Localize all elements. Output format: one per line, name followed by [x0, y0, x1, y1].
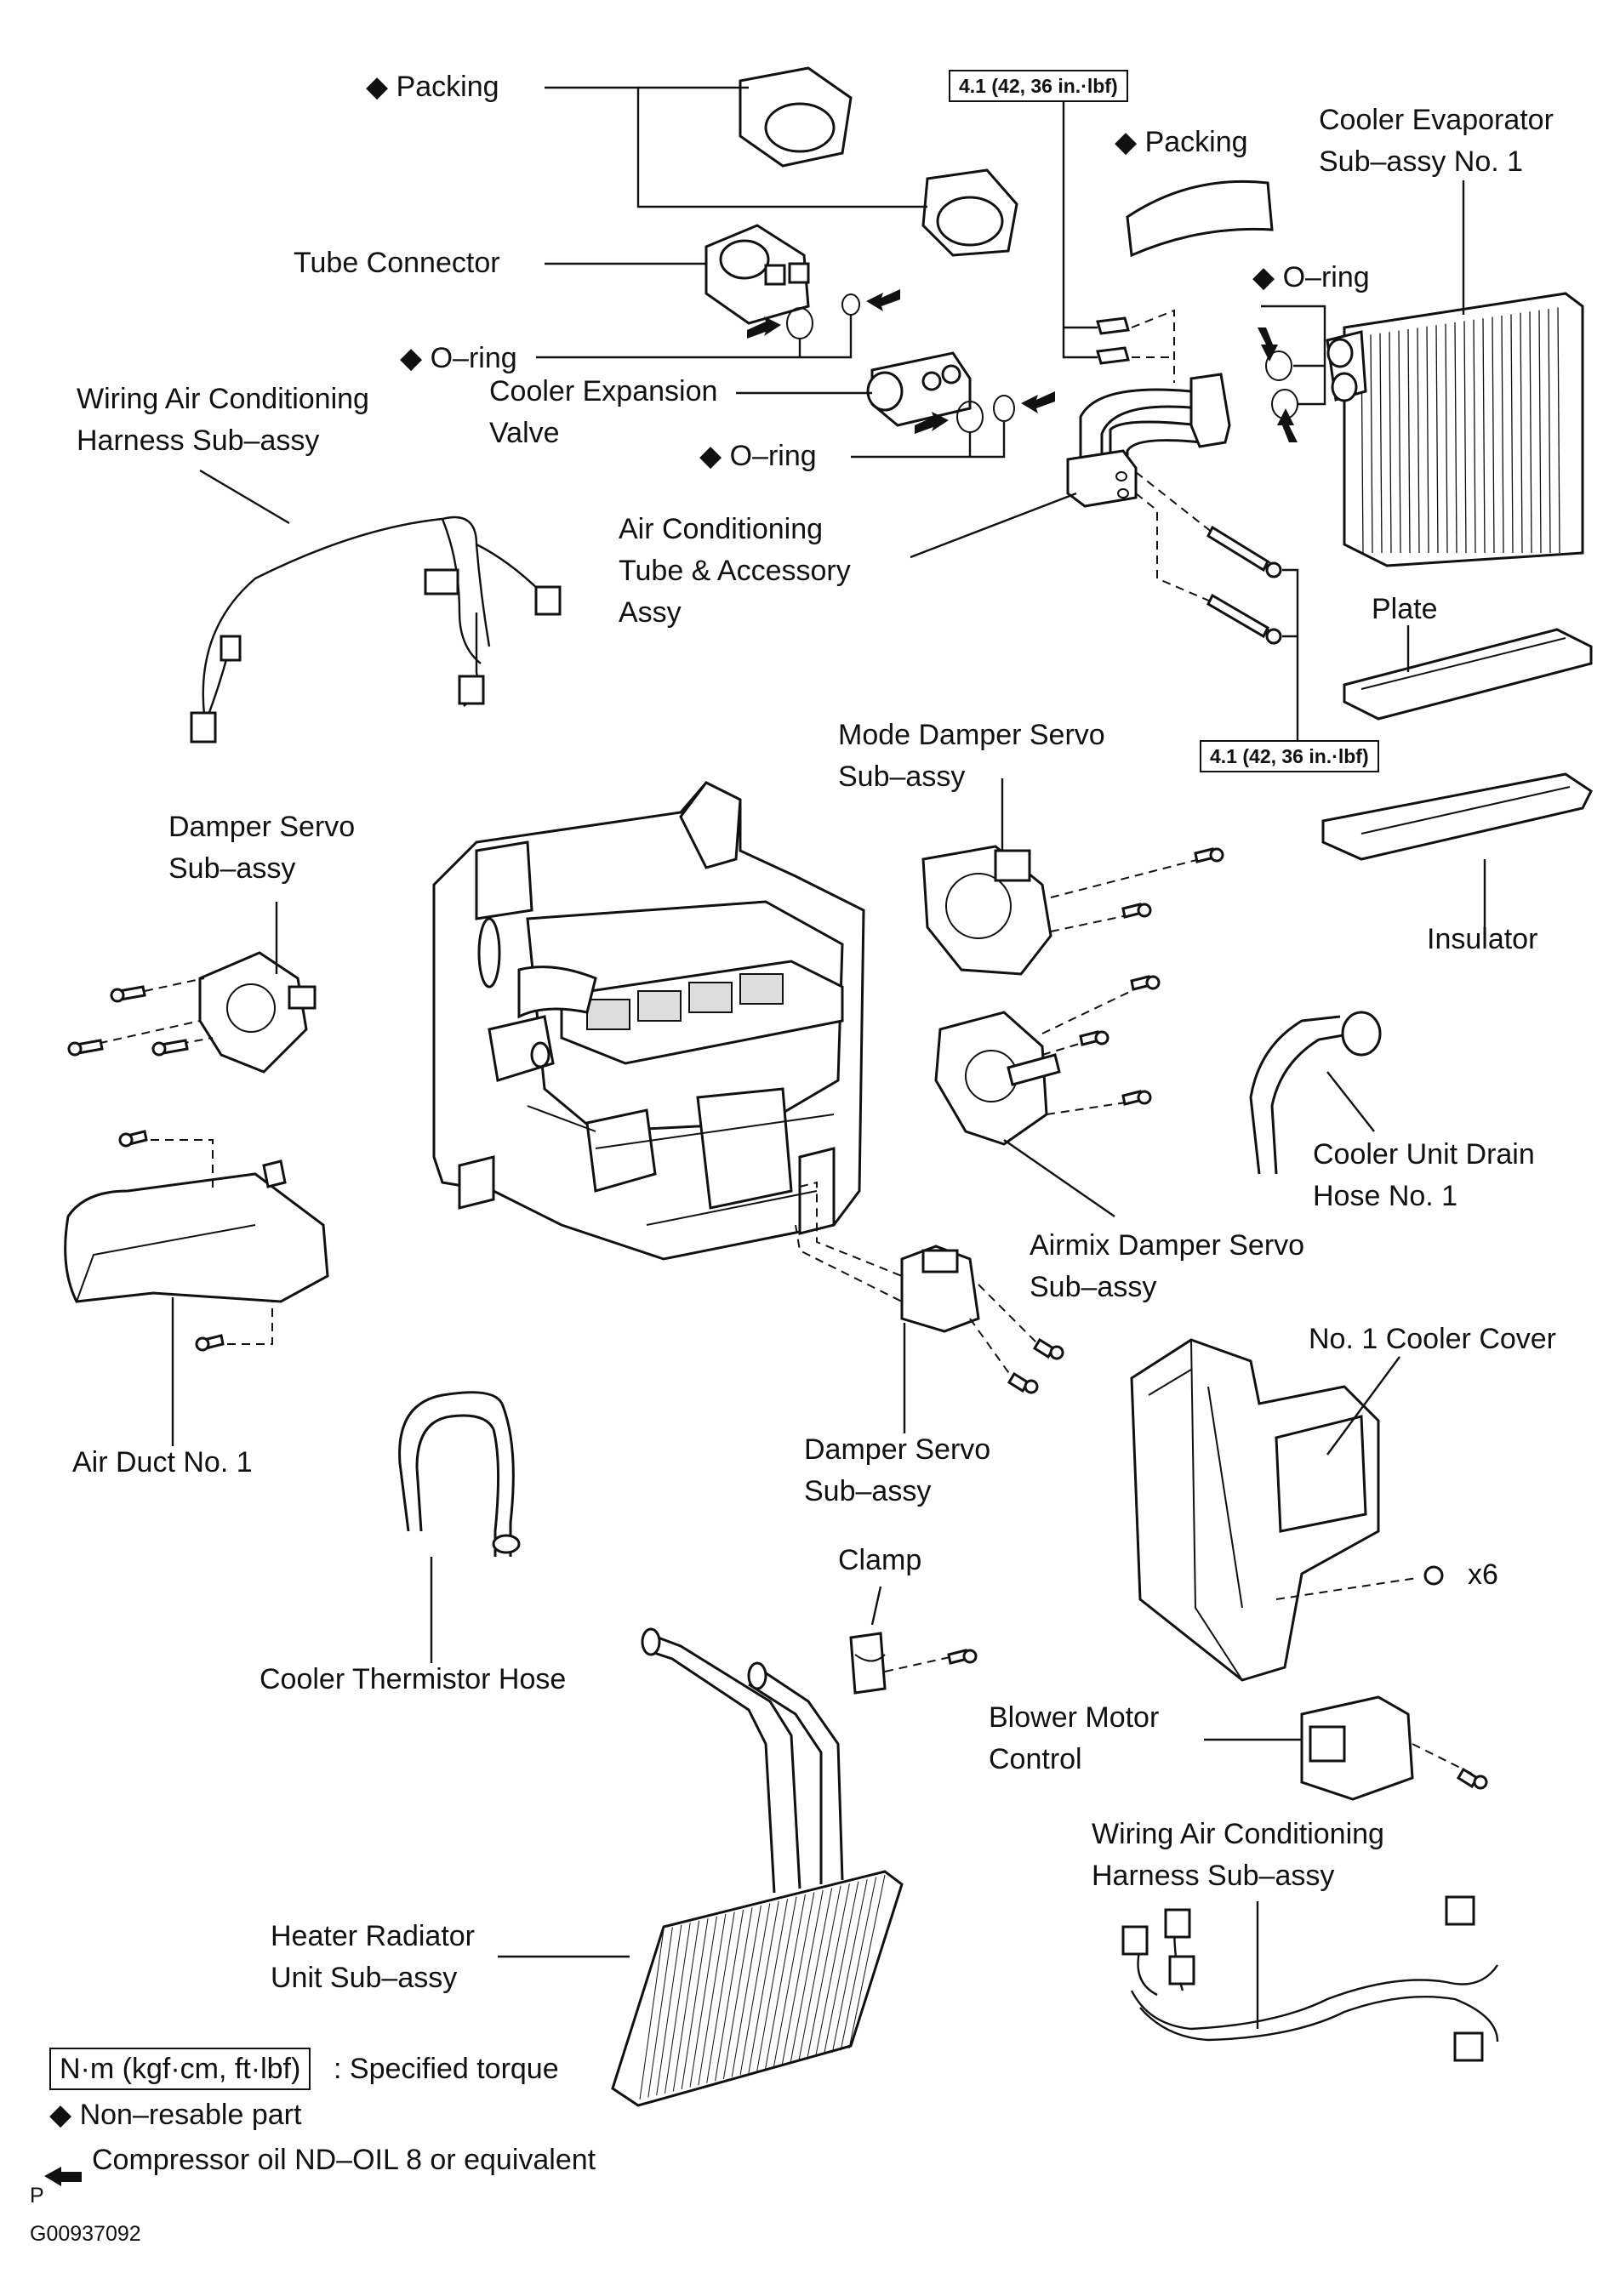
- label-mode-damper-servo-1: Mode Damper Servo: [838, 719, 1105, 751]
- legend-oil-desc: Compressor oil ND–OIL 8 or equivalent: [92, 2144, 596, 2176]
- label-wiring-harness-top-2: Harness Sub–assy: [77, 424, 320, 457]
- label-damper-servo-left-2: Sub–assy: [168, 852, 296, 885]
- label-ac-tube-1: Air Conditioning: [619, 513, 824, 545]
- label-packing-top: ◆ Packing: [366, 71, 499, 103]
- figure-code: G00937092: [30, 2222, 141, 2246]
- label-air-duct: Air Duct No. 1: [72, 1446, 253, 1478]
- label-cooler-evaporator-2: Sub–assy No. 1: [1319, 145, 1524, 178]
- cooler-thermistor-hose-part: [398, 1391, 521, 1663]
- label-wiring-harness-bottom-2: Harness Sub–assy: [1092, 1860, 1335, 1892]
- label-x6: x6: [1468, 1558, 1498, 1591]
- orings-evaporator: [1258, 305, 1326, 442]
- damper-servo-left-part: [67, 902, 317, 1074]
- label-damper-servo-left-1: Damper Servo: [168, 811, 356, 843]
- label-airmix-damper-servo-2: Sub–assy: [1030, 1271, 1157, 1303]
- label-cooler-expansion-valve-2: Valve: [489, 417, 560, 449]
- packing-cylinder-top: [739, 66, 853, 168]
- wiring-harness-top-part: [190, 469, 562, 743]
- packing-cylinder-bottom: [921, 168, 1018, 257]
- torque-spec-mid: 4.1 (42, 36 in.·lbf): [1200, 740, 1379, 772]
- packing-leader: [545, 86, 927, 208]
- tube-connector-part: [704, 224, 810, 325]
- ac-tube-accessory-part: [1066, 373, 1231, 508]
- orings-expansion-valve: [851, 391, 1055, 459]
- heater-radiator-part: [498, 1627, 904, 2107]
- label-blower-motor-control-1: Blower Motor: [989, 1701, 1160, 1734]
- label-oring-left: ◆ O–ring: [400, 342, 517, 374]
- label-airmix-damper-servo-1: Airmix Damper Servo: [1030, 1229, 1305, 1262]
- label-oring-mid: ◆ O–ring: [699, 440, 817, 472]
- torque-top-leaders: [1062, 95, 1175, 383]
- label-tube-connector: Tube Connector: [294, 247, 500, 279]
- clamp-part: [849, 1586, 978, 1695]
- airmix-damper-servo-part: [934, 975, 1161, 1217]
- label-no1-cooler-cover: No. 1 Cooler Cover: [1309, 1323, 1557, 1355]
- label-blower-motor-control-2: Control: [989, 1743, 1082, 1775]
- blower-motor-control-part: [1204, 1695, 1488, 1801]
- torque-spec-top: 4.1 (42, 36 in.·lbf): [949, 70, 1128, 102]
- ac-tube-leader: [910, 492, 1077, 559]
- wiring-harness-bottom-part: [1121, 1895, 1499, 2062]
- legend-oil-arrow-icon: [44, 2167, 82, 2186]
- plate-part: [1343, 625, 1593, 721]
- ac-tube-bolts: [1135, 471, 1299, 749]
- damper-servo-bottom-part: [795, 1181, 1064, 1433]
- label-heater-radiator-2: Unit Sub–assy: [271, 1962, 458, 1994]
- legend-p-mark: P: [30, 2184, 44, 2208]
- label-plate: Plate: [1372, 593, 1438, 625]
- legend-torque-box: N·m (kgf·cm, ft·lbf): [49, 2048, 311, 2090]
- label-oring-right: ◆ O–ring: [1252, 261, 1370, 293]
- no1-cooler-cover-part: [1130, 1338, 1444, 1682]
- legend-non-resable: ◆ Non–resable part: [49, 2099, 302, 2131]
- label-damper-servo-bottom-2: Sub–assy: [804, 1475, 932, 1507]
- label-cooler-drain-hose-1: Cooler Unit Drain: [1313, 1138, 1535, 1171]
- cooler-expansion-valve-part: [866, 351, 972, 427]
- label-packing-right: ◆ Packing: [1115, 126, 1248, 158]
- drain-hose-part: [1249, 1011, 1382, 1175]
- legend-torque-desc: : Specified torque: [334, 2053, 559, 2085]
- label-mode-damper-servo-2: Sub–assy: [838, 761, 966, 793]
- hvac-housing: [432, 781, 865, 1261]
- label-heater-radiator-1: Heater Radiator: [271, 1920, 476, 1952]
- label-cooler-thermistor-hose: Cooler Thermistor Hose: [260, 1663, 567, 1695]
- label-wiring-harness-bottom-1: Wiring Air Conditioning: [1092, 1818, 1384, 1850]
- orings-tube-connector: [536, 289, 900, 359]
- insulator-part: [1321, 772, 1593, 927]
- label-insulator: Insulator: [1427, 923, 1538, 955]
- label-ac-tube-2: Tube & Accessory: [619, 555, 851, 587]
- mode-damper-servo-part: [921, 778, 1224, 976]
- label-cooler-drain-hose-2: Hose No. 1: [1313, 1180, 1458, 1212]
- label-clamp: Clamp: [838, 1544, 922, 1576]
- label-ac-tube-3: Assy: [619, 596, 682, 629]
- label-cooler-evaporator-1: Cooler Evaporator: [1319, 104, 1554, 136]
- air-duct-part: [64, 1130, 329, 1446]
- cooler-evaporator-part: [1326, 180, 1584, 567]
- label-wiring-harness-top-1: Wiring Air Conditioning: [77, 383, 369, 415]
- label-cooler-expansion-valve-1: Cooler Expansion: [489, 375, 718, 407]
- label-damper-servo-bottom-1: Damper Servo: [804, 1433, 991, 1466]
- packing-half-pipe: [1126, 179, 1274, 258]
